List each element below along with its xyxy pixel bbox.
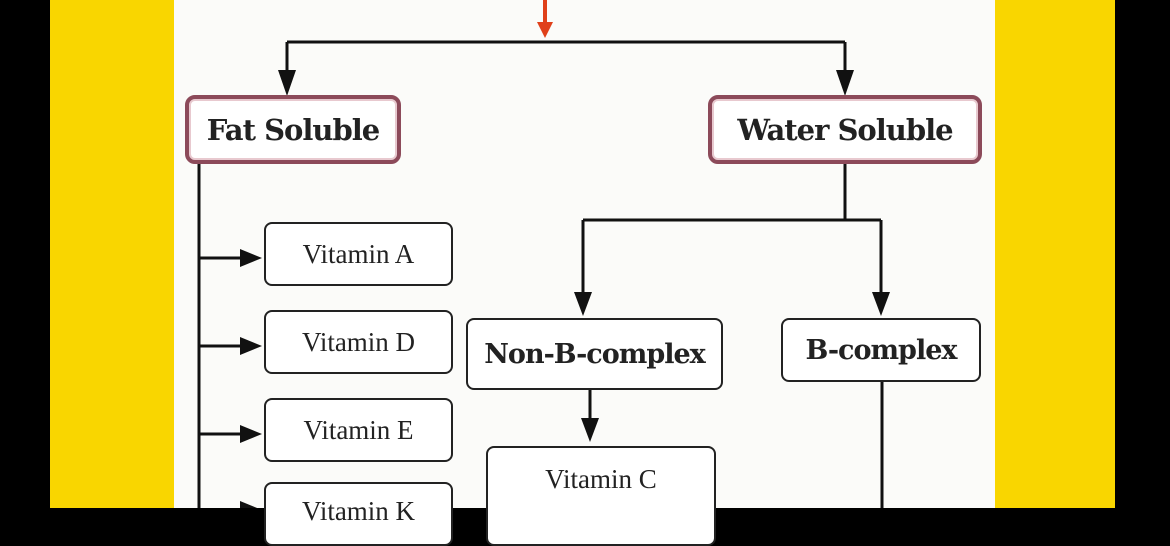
vitamin-k-box: Vitamin K [264, 482, 453, 546]
b-complex-box: B-complex [781, 318, 981, 382]
b-complex-label: B-complex [805, 334, 958, 366]
vitamin-c-box: Vitamin C [486, 446, 716, 546]
vitamin-c-label: Vitamin C [545, 464, 657, 494]
water-soluble-label: Water Soluble [737, 112, 953, 147]
fat-soluble-box: Fat Soluble [185, 95, 401, 164]
vitamin-k-label: Vitamin K [301, 496, 416, 526]
vitamin-d-label: Vitamin D [301, 326, 416, 357]
vitamin-e-box: Vitamin E [264, 398, 453, 462]
root-arrow-head [537, 22, 553, 38]
water-soluble-box: Water Soluble [708, 95, 982, 164]
vitamin-e-label: Vitamin E [303, 414, 414, 445]
fat-soluble-label: Fat Soluble [206, 112, 380, 147]
non-b-complex-box: Non-B-complex [466, 318, 723, 390]
vitamin-a-box: Vitamin A [264, 222, 453, 286]
vitamin-d-box: Vitamin D [264, 310, 453, 374]
connector-lines [197, 0, 890, 508]
vitamin-a-label: Vitamin A [302, 238, 415, 269]
non-b-complex-label: Non-B-complex [484, 338, 705, 370]
